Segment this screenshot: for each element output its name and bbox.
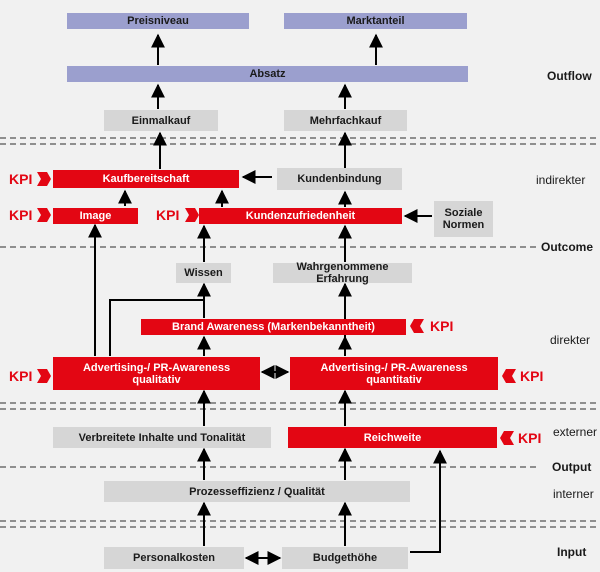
box-soziale-normen: Soziale Normen <box>434 201 493 237</box>
box-kundenbindung: Kundenbindung <box>277 168 402 190</box>
box-image: Image <box>53 208 138 224</box>
box-adv-qualitativ: Advertising-/ PR-Awareness qualitativ <box>53 357 260 390</box>
box-reichweite: Reichweite <box>288 427 497 448</box>
kpi-chevrons <box>37 172 516 445</box>
box-mehrfachkauf: Mehrfachkauf <box>284 110 407 131</box>
kpi-label-brand-awareness: KPI <box>430 318 454 334</box>
box-prozesseffizienz: Prozesseffizienz / Qualität <box>104 481 410 502</box>
kpi-chevron-reichweite <box>500 431 514 445</box>
arrow-budget-reichweite <box>410 449 447 553</box>
box-brand-awareness: Brand Awareness (Markenbekanntheit) <box>141 319 406 335</box>
kpi-label-kundenzufriedenheit: KPI <box>156 207 180 223</box>
side-label-direkter: direkter <box>550 333 591 347</box>
kpi-chevron-image <box>37 208 51 222</box>
side-label-outcome: Outcome <box>541 240 594 254</box>
kpi-label-quantitativ: KPI <box>520 368 544 384</box>
kpi-chevron-quantitativ <box>502 369 516 383</box>
section-dividers <box>0 137 600 528</box>
side-label-externer: externer <box>553 425 598 439</box>
box-marktanteil: Marktanteil <box>284 13 467 29</box>
kpi-chevron-kaufbereitschaft <box>37 172 51 186</box>
kpi-chevron-qualitativ <box>37 369 51 383</box>
arrow-qualitativ-to-wissen-path <box>109 299 204 356</box>
box-absatz: Absatz <box>67 66 468 82</box>
kpi-label-kaufbereitschaft: KPI <box>9 171 33 187</box>
side-label-output: Output <box>552 460 592 474</box>
box-kundenzufriedenheit: Kundenzufriedenheit <box>199 208 402 224</box>
kpi-chevron-kundenzufriedenheit <box>185 208 199 222</box>
box-budgethoehe: Budgethöhe <box>282 547 408 569</box>
side-label-outflow: Outflow <box>547 69 592 83</box>
kpi-label-reichweite: KPI <box>518 430 542 446</box>
box-einmalkauf: Einmalkauf <box>104 110 218 131</box>
box-verbreitete-inhalte: Verbreitete Inhalte und Tonalität <box>53 427 271 448</box>
kpi-label-qualitativ: KPI <box>9 368 33 384</box>
box-preisniveau: Preisniveau <box>67 13 249 29</box>
box-wissen: Wissen <box>176 263 231 283</box>
arrows <box>88 33 447 565</box>
box-personalkosten: Personalkosten <box>104 547 244 569</box>
side-label-indirekter: indirekter <box>536 173 586 187</box>
box-kaufbereitschaft: Kaufbereitschaft <box>53 170 239 188</box>
side-label-interner: interner <box>553 487 594 501</box>
kpi-chevron-brand-awareness <box>410 319 424 333</box>
box-wahrgenommene-erfahrung: Wahrgenommene Erfahrung <box>273 261 412 285</box>
box-adv-quantitativ: Advertising-/ PR-Awareness quantitativ <box>290 357 498 390</box>
side-label-input: Input <box>557 545 587 559</box>
kpi-label-image: KPI <box>9 207 33 223</box>
